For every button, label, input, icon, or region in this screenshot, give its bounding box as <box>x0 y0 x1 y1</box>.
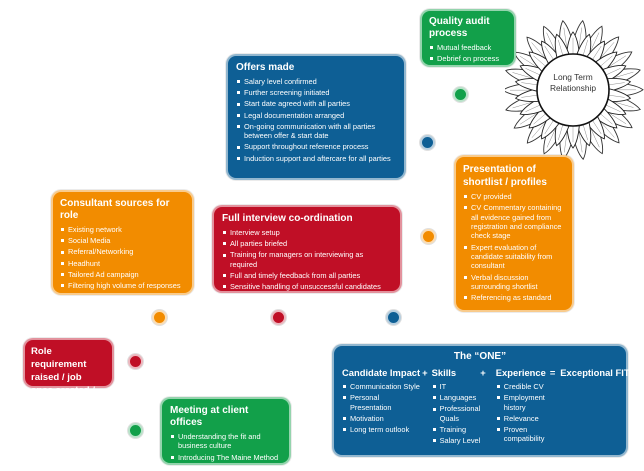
the-one-grid: Candidate Impact Communication Style Per… <box>342 367 630 447</box>
list-item: Proven compatibility <box>496 425 546 444</box>
presentation-list: CV provided CV Commentary containing all… <box>463 192 565 303</box>
list-item: Debrief on process <box>429 54 507 63</box>
connector-dot <box>128 423 143 438</box>
list-item: Full and timely feedback from all partie… <box>222 271 392 280</box>
list-item: Credible CV <box>496 382 546 391</box>
connector-dot <box>386 310 401 325</box>
connector-dot <box>128 354 143 369</box>
offers-made-list: Salary level confirmed Further screening… <box>236 77 396 163</box>
consultant-sources-title: Consultant sources for role <box>60 198 170 221</box>
skills-column: Skills IT Languages Professional Quals T… <box>432 367 481 447</box>
list-item: Induction support and aftercare for all … <box>236 154 396 163</box>
list-item: Referral/Networking <box>60 247 185 256</box>
presentation-box: Presentation of shortlist / profiles CV … <box>454 155 574 312</box>
flower-center <box>536 53 610 127</box>
presentation-title: Presentation of shortlist / profiles <box>463 164 547 188</box>
list-item: Existing network <box>60 225 185 234</box>
plus-operator: + <box>480 367 486 378</box>
quality-audit-list: Mutual feedback Debrief on process <box>429 43 507 64</box>
list-item: Mutual feedback <box>429 43 507 52</box>
full-interview-list: Interview setup All parties briefed Trai… <box>222 228 392 292</box>
list-item: Interview setup <box>222 228 392 237</box>
list-item: Social Media <box>60 236 185 245</box>
quality-audit-title: Quality audit process <box>429 16 490 39</box>
role-requirement-title: Role requirement raised / job spec creat… <box>31 346 95 409</box>
list-item: Support throughout reference process <box>236 142 396 151</box>
list-item: Personal Presentation <box>342 393 420 412</box>
meeting-list: Understanding the fit and business cultu… <box>170 432 281 462</box>
list-item: Headhunt <box>60 259 185 268</box>
quality-audit-box: Quality audit process Mutual feedback De… <box>420 9 516 67</box>
experience-column: Experience Credible CV Employment histor… <box>496 367 546 447</box>
sunflower-icon <box>505 19 644 160</box>
list-item: CV Commentary containing all evidence ga… <box>463 203 565 241</box>
meeting-title: Meeting at client offices <box>170 405 249 428</box>
connector-dot <box>453 87 468 102</box>
list-item: Expert evaluation of candidate suitabili… <box>463 243 565 271</box>
list-item: Long term outlook <box>342 425 420 434</box>
list-item: Salary Level <box>432 436 480 445</box>
list-item: Introducing The Maine Method <box>170 453 281 462</box>
the-one-title: The “ONE” <box>453 351 507 362</box>
skills-list: IT Languages Professional Quals Training… <box>432 382 481 446</box>
list-item: Tailored Ad campaign <box>60 270 185 279</box>
exceptional-fit-result: Exceptional FIT <box>560 367 630 378</box>
list-item: CV provided <box>463 192 565 201</box>
connector-dot <box>271 310 286 325</box>
list-item: Understanding the fit and business cultu… <box>170 432 281 451</box>
list-item: Referencing as standard <box>463 293 565 302</box>
consultant-sources-list: Existing network Social Media Referral/N… <box>60 225 185 290</box>
list-item: Legal documentation arranged <box>236 111 396 120</box>
list-item: Employment history <box>496 393 546 412</box>
list-item: Sensitive handling of unsuccessful candi… <box>222 282 392 291</box>
role-requirement-box: Role requirement raised / job spec creat… <box>23 338 114 409</box>
offers-made-title: Offers made <box>236 62 295 73</box>
list-item: Start date agreed with all parties <box>236 99 396 108</box>
list-item: Communication Style <box>342 382 420 391</box>
list-item: Further screening initiated <box>236 88 396 97</box>
the-one-box: The “ONE” Candidate Impact Communication… <box>332 344 630 457</box>
list-item: On-going communication with all parties … <box>236 122 396 141</box>
list-item: Languages <box>432 393 481 402</box>
consultant-sources-box: Consultant sources for role Existing net… <box>51 190 194 295</box>
full-interview-title: Full interview co-ordination <box>222 213 353 224</box>
equals-operator: = <box>549 367 556 378</box>
list-item: IT <box>432 382 481 391</box>
candidate-impact-column: Candidate Impact Communication Style Per… <box>342 367 420 447</box>
list-item: Training for managers on interviewing as… <box>222 250 392 269</box>
list-item: All parties briefed <box>222 239 392 248</box>
list-item: Verbal discussion surrounding shortlist <box>463 273 565 292</box>
column-heading: Experience <box>495 367 546 378</box>
experience-list: Credible CV Employment history Relevance… <box>496 382 546 444</box>
list-item: Training <box>432 425 481 434</box>
long-term-relationship-label: Long Term Relationship <box>549 72 597 93</box>
full-interview-box: Full interview co-ordination Interview s… <box>212 205 402 293</box>
list-item: Professional Quals <box>432 404 480 423</box>
connector-dot <box>420 135 435 150</box>
list-item: Relevance <box>496 414 546 423</box>
list-item: Filtering high volume of responses <box>60 281 185 290</box>
meeting-box: Meeting at client offices Understanding … <box>160 397 291 465</box>
plus-operator: + <box>422 367 428 378</box>
column-heading: Candidate Impact <box>342 367 421 378</box>
list-item: Salary level confirmed <box>236 77 396 86</box>
list-item: Motivation <box>342 414 420 423</box>
offers-made-box: Offers made Salary level confirmed Furth… <box>226 54 406 180</box>
candidate-impact-list: Communication Style Personal Presentatio… <box>342 382 420 434</box>
column-heading: Skills <box>431 367 457 378</box>
connector-dot <box>421 229 436 244</box>
connector-dot <box>152 310 167 325</box>
